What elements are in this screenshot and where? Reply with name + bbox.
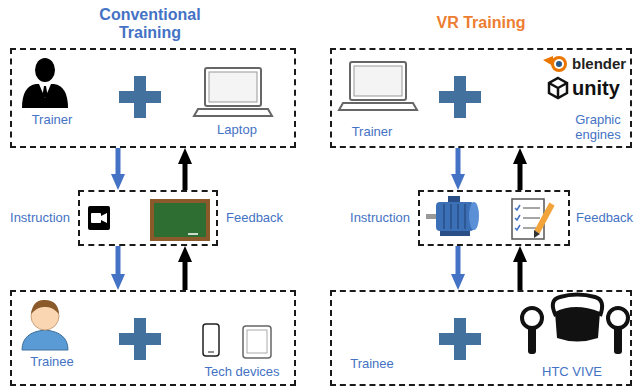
flow-arrow	[456, 246, 461, 276]
flow-arrow	[183, 260, 188, 290]
node-text: Trainee	[337, 356, 407, 371]
dashed-group-box: InstructionFeedback	[78, 190, 218, 246]
dashed-group-box: Trainer blender unityGraphic engines	[330, 48, 632, 148]
node-text: Trainer	[17, 112, 87, 127]
node-text: Instruction	[0, 210, 70, 225]
flow-arrow	[456, 148, 461, 176]
laptop-trainer-icon	[339, 62, 417, 110]
laptop-icon	[194, 68, 272, 116]
dashed-group-box: TraineeHTC VIVE	[330, 290, 632, 386]
node-text: Instruction	[340, 210, 410, 225]
dashed-group-box: TraineeTech devices	[10, 290, 296, 386]
checklist-icon	[512, 199, 552, 239]
node-text: Tech devices	[192, 364, 292, 379]
trainee-icon	[22, 300, 68, 350]
node-text: Feedback	[576, 210, 638, 225]
dashed-group-box: TrainerLaptop	[10, 48, 296, 148]
plus-sign	[119, 76, 481, 360]
node-text: unity	[572, 76, 628, 100]
node-text: Trainee	[17, 354, 87, 369]
node-text: HTC VIVE	[532, 364, 612, 379]
section-title: Conventional Training	[80, 6, 220, 42]
section-title: VR Training	[415, 14, 547, 32]
node-text: Laptop	[202, 122, 272, 137]
tech-devices-icon	[203, 324, 271, 358]
video-camera-icon	[88, 206, 110, 230]
blender-logo	[543, 56, 567, 72]
node-text: Feedback	[226, 210, 296, 225]
electric-motor-icon	[426, 196, 479, 236]
flow-arrow	[183, 162, 188, 190]
dashed-group-box: InstructionFeedback	[418, 190, 570, 246]
chalkboard-icon	[150, 199, 210, 241]
unity-logo	[549, 78, 567, 98]
flow-arrow	[116, 246, 121, 276]
flow-arrow	[116, 148, 121, 176]
node-text: blender	[572, 56, 628, 71]
flow-arrow	[518, 260, 523, 290]
trainer-icon	[22, 58, 68, 108]
vr-headset-icon	[522, 295, 628, 355]
node-text: Graphic engines	[568, 112, 628, 142]
node-text: Trainer	[337, 124, 407, 139]
flow-arrow	[518, 162, 523, 190]
